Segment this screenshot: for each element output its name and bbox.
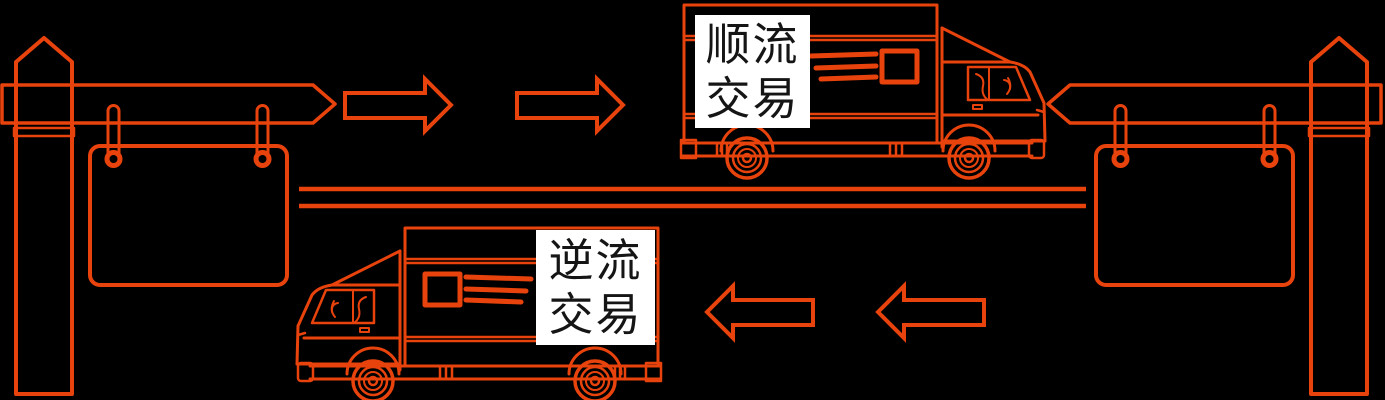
reverse-transaction-label: 逆流 交易	[536, 230, 655, 345]
flow-arrow-left-2-icon	[876, 284, 986, 340]
road	[299, 186, 1086, 209]
signpost-right-icon	[1048, 38, 1381, 394]
forward-transaction-label-line1: 顺流	[705, 18, 800, 72]
forward-transaction-label-line2: 交易	[705, 71, 800, 125]
flow-arrow-right-2-icon	[515, 77, 625, 133]
signpost-left-icon	[2, 38, 335, 394]
reverse-transaction-label-line2: 交易	[548, 287, 643, 341]
reverse-transaction-label-line1: 逆流	[548, 234, 643, 288]
flow-arrow-right-1-icon	[343, 77, 453, 133]
flow-arrow-left-1-icon	[705, 284, 815, 340]
forward-transaction-label: 顺流 交易	[695, 15, 810, 128]
